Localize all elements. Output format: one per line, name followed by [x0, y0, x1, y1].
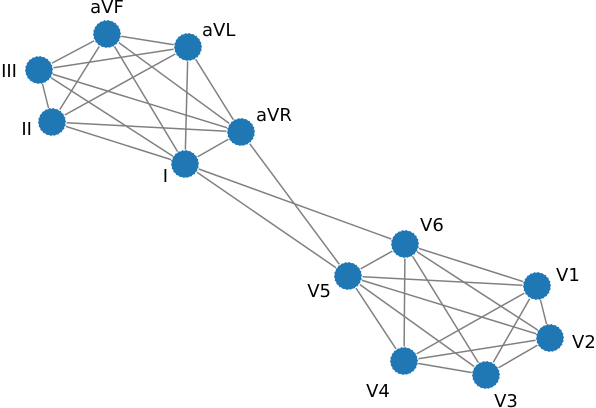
- edge-v6-v2: [404, 243, 551, 339]
- edge-v5-v1: [347, 275, 538, 287]
- edge-ii-avr: [51, 121, 242, 133]
- node-v3: [471, 360, 501, 390]
- node-v2: [535, 323, 565, 353]
- node-label-avr: aVR: [256, 105, 292, 126]
- node-label-avl: aVL: [202, 20, 235, 41]
- node-label-v1: V1: [556, 265, 580, 286]
- node-avf: [92, 19, 122, 49]
- node-label-i: I: [163, 166, 168, 187]
- edge-v2-v4: [403, 337, 551, 362]
- edge-avf-ii: [51, 33, 108, 123]
- node-label-avf: aVF: [90, 0, 124, 18]
- node-avl: [173, 32, 203, 62]
- node-label-v5: V5: [307, 281, 331, 302]
- node-label-iii: III: [1, 61, 17, 82]
- node-avr: [226, 117, 256, 147]
- node-ii: [37, 107, 67, 137]
- edge-v1-v3: [485, 285, 538, 376]
- edge-avf-avr: [106, 33, 242, 133]
- node-v6: [390, 229, 420, 259]
- edge-v6-v1: [404, 243, 538, 287]
- edge-v1-v4: [403, 285, 538, 362]
- edge-ii-i: [51, 121, 186, 165]
- node-label-v3: V3: [494, 391, 518, 408]
- edge-avl-i: [184, 46, 189, 165]
- edge-v5-v4: [347, 275, 405, 362]
- edge-avf-i: [106, 33, 186, 165]
- node-i: [170, 149, 200, 179]
- node-label-v2: V2: [572, 332, 596, 353]
- edge-v5-v2: [347, 275, 551, 339]
- edge-i-v5: [184, 163, 349, 277]
- edge-avl-avr: [187, 46, 242, 133]
- edge-iii-i: [38, 69, 186, 165]
- edge-v6-v4: [403, 243, 406, 362]
- edge-i-v6: [184, 163, 406, 245]
- nodes-layer: [24, 19, 565, 390]
- node-label-ii: II: [21, 119, 32, 140]
- edge-avl-ii: [51, 46, 189, 123]
- node-iii: [24, 55, 54, 85]
- edge-iii-avr: [38, 69, 242, 133]
- node-label-v4: V4: [366, 381, 390, 402]
- edge-v6-v3: [404, 243, 487, 376]
- node-v4: [389, 346, 419, 376]
- edges-layer: [38, 33, 551, 376]
- edge-avl-iii: [38, 46, 189, 71]
- node-v1: [522, 271, 552, 301]
- edge-v5-v3: [347, 275, 487, 376]
- node-label-v6: V6: [420, 215, 444, 236]
- node-v5: [333, 261, 363, 291]
